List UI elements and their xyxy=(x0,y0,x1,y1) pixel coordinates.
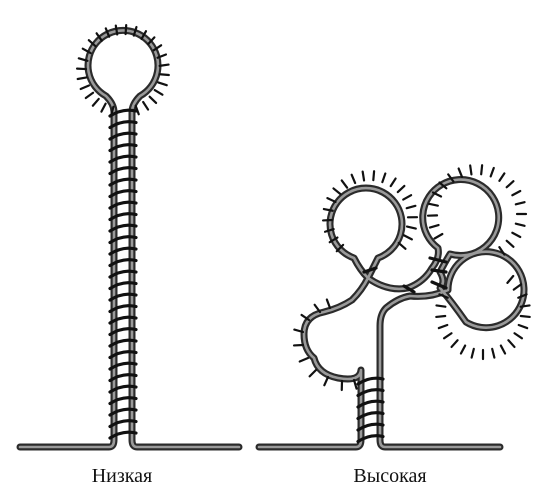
high-loop2-ticks xyxy=(428,165,526,254)
high-strand xyxy=(259,180,524,447)
label-low: Низкая xyxy=(22,465,222,488)
label-high: Высокая xyxy=(290,465,490,488)
low-complexity-structure xyxy=(20,25,239,447)
low-strand xyxy=(20,30,239,447)
high-complexity-structure xyxy=(259,165,530,447)
